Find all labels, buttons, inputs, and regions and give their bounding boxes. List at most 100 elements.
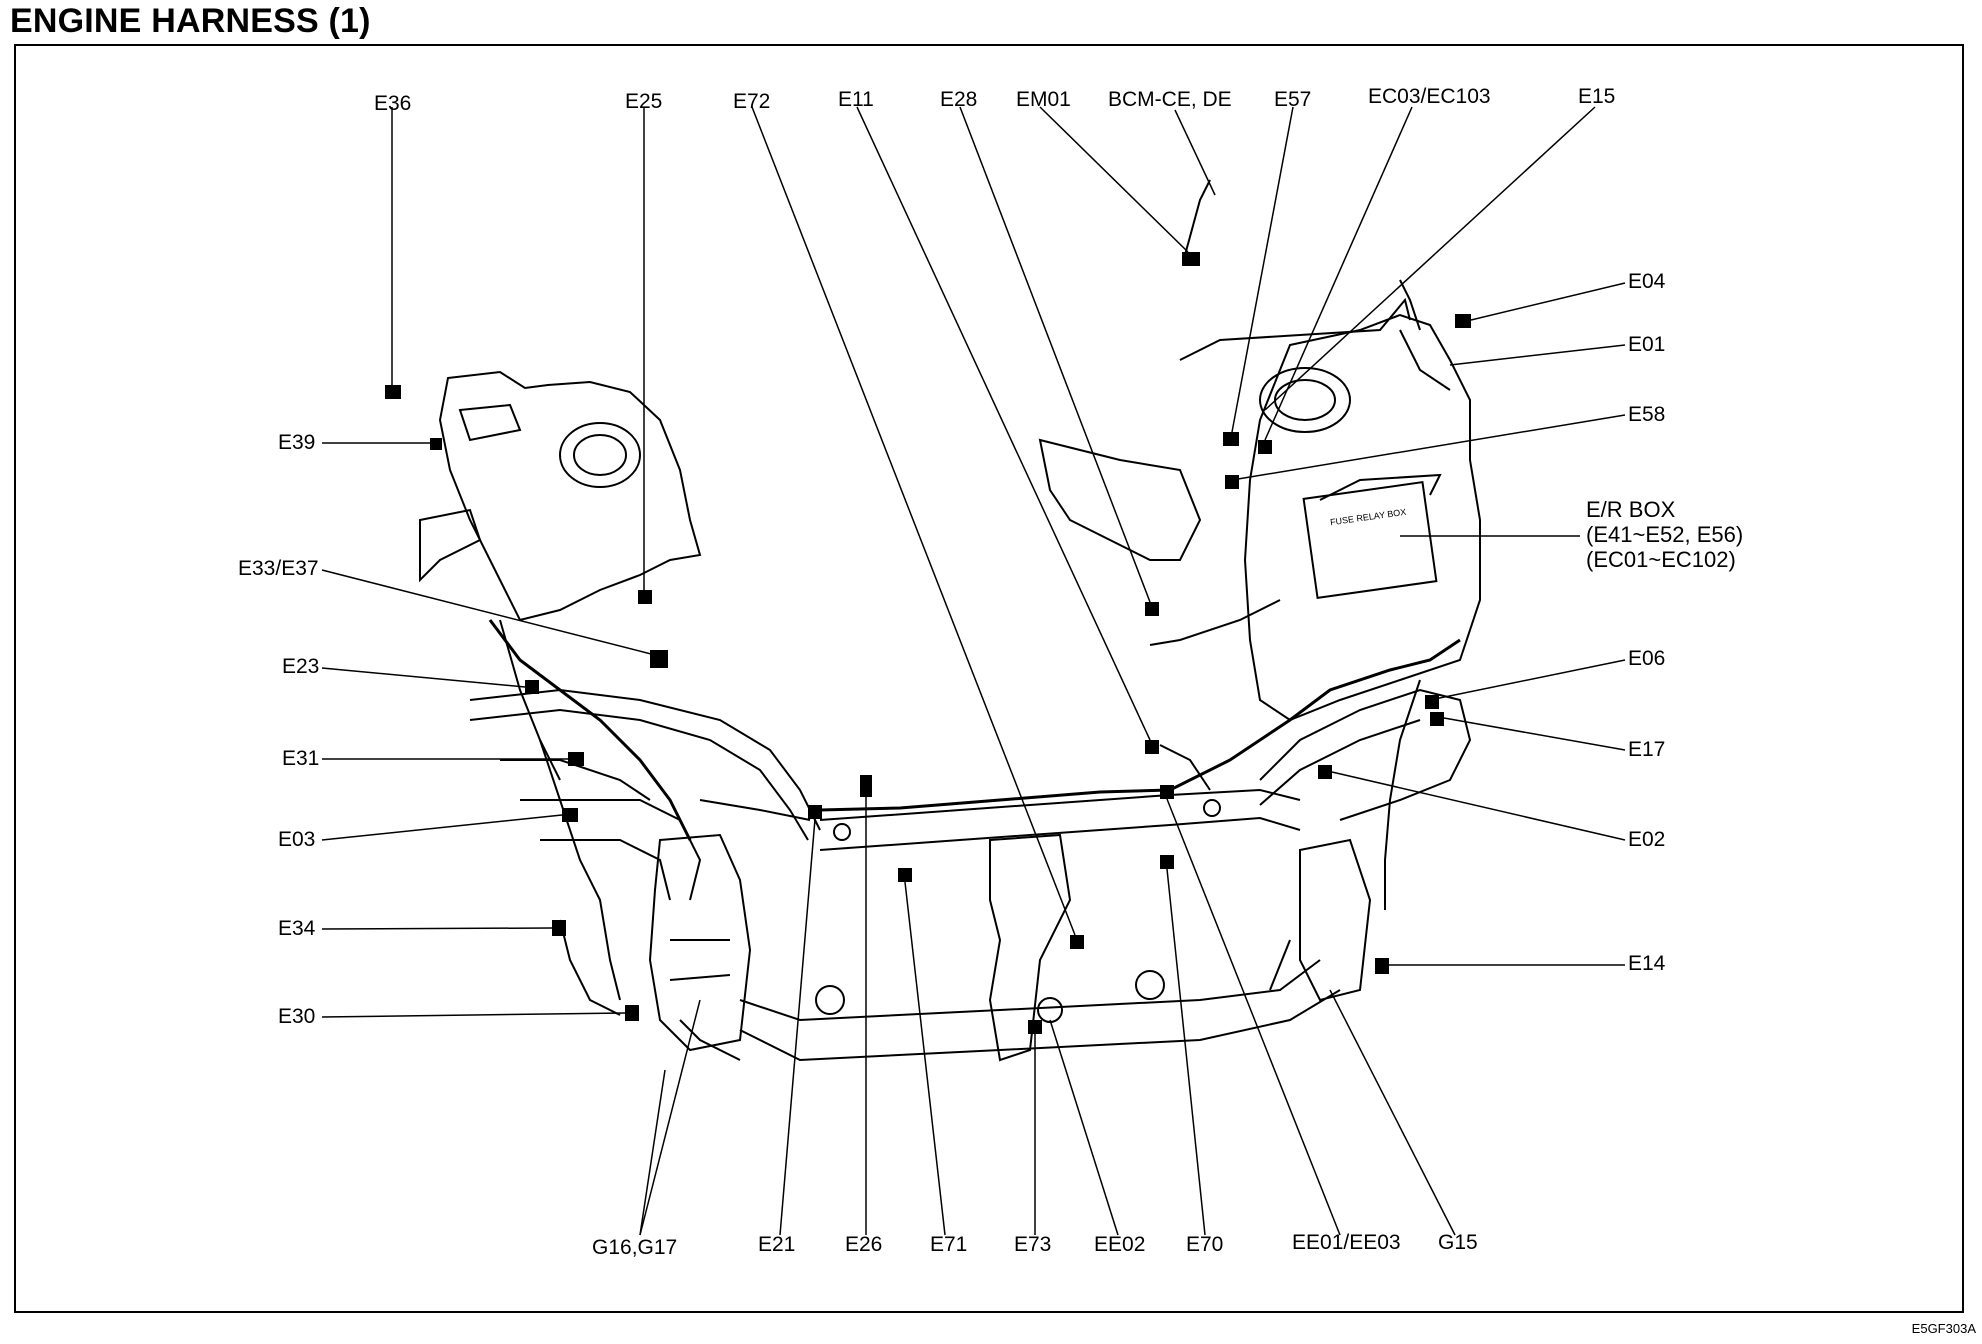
- label-ec03: EC03/EC103: [1368, 85, 1491, 108]
- page-title: ENGINE HARNESS (1): [10, 2, 371, 40]
- label-e28: E28: [940, 88, 978, 111]
- left-subframe: [520, 799, 702, 901]
- label-e26: E26: [845, 1233, 883, 1256]
- connectors: [385, 252, 1471, 1034]
- connector-e31: [568, 752, 584, 766]
- leader-e02: [1331, 771, 1626, 841]
- connector-e02: [1318, 765, 1332, 779]
- leader-g16a: [639, 999, 701, 1236]
- label-e58: E58: [1628, 403, 1666, 426]
- label-erbox: E/R BOX: [1586, 497, 1676, 522]
- leader-ec03: [1264, 106, 1413, 441]
- label-em01: EM01: [1016, 88, 1071, 111]
- label-e11: E11: [838, 88, 874, 111]
- connector-e33: [650, 650, 668, 668]
- connector-e30: [625, 1005, 639, 1021]
- label-e15: E15: [1578, 85, 1616, 108]
- label-e33: E33/E37: [238, 557, 319, 580]
- leader-g15: [1329, 989, 1456, 1236]
- right-strut-tower: [1243, 313, 1481, 722]
- leader-e72: [751, 106, 1076, 936]
- label-e31: E31: [282, 747, 320, 770]
- label-e06: E06: [1628, 647, 1666, 670]
- label-g16-g17: G16,G17: [592, 1236, 678, 1259]
- label-e34: E34: [278, 917, 316, 940]
- connector-e58: [1225, 475, 1239, 489]
- leader-e70: [1166, 868, 1206, 1236]
- leader-e28: [959, 106, 1151, 603]
- connector-e14: [1375, 958, 1389, 974]
- structure-drawing: [419, 179, 1481, 1062]
- connector-ee01: [1160, 785, 1174, 799]
- connector-e28: [1145, 602, 1159, 616]
- label-e04: E04: [1628, 270, 1666, 293]
- connector-e25: [638, 590, 652, 604]
- leader-e57: [1231, 106, 1294, 433]
- leader-e11: [856, 106, 1151, 741]
- connector-e03: [562, 808, 578, 822]
- connector-e21: [808, 805, 822, 819]
- connector-em01: [1182, 252, 1200, 266]
- harness-wire-right: [1169, 638, 1461, 792]
- connector-e36: [385, 385, 401, 399]
- label-e72: E72: [733, 90, 771, 113]
- fuse-relay-box: [1302, 481, 1438, 599]
- diagram-frame: [14, 44, 1964, 1313]
- label-e71: E71: [930, 1233, 968, 1256]
- label-e73: E73: [1014, 1233, 1052, 1256]
- right-rail: [1259, 688, 1472, 821]
- leader-e30: [321, 1012, 626, 1018]
- leader-e23: [321, 667, 526, 688]
- connector-e04: [1455, 314, 1471, 328]
- leader-e21: [779, 818, 816, 1236]
- label-erbox-range2: (EC01~EC102): [1586, 547, 1736, 572]
- label-e23: E23: [282, 655, 320, 678]
- leader-e17: [1443, 717, 1626, 751]
- leader-e01: [1449, 344, 1626, 366]
- label-e02: E02: [1628, 828, 1666, 851]
- label-e70: E70: [1186, 1233, 1224, 1256]
- leader-g16b: [639, 1069, 666, 1236]
- label-g15: G15: [1438, 1231, 1478, 1254]
- connector-e06: [1425, 695, 1439, 709]
- harness-wire-center: [819, 788, 1171, 812]
- connector-e72: [1070, 935, 1084, 949]
- connector-e11: [1145, 740, 1159, 754]
- connector-e39: [430, 438, 442, 450]
- label-ee02: EE02: [1094, 1233, 1146, 1256]
- label-e14: E14: [1628, 952, 1666, 975]
- leader-e15: [1264, 106, 1596, 411]
- left-strut-tower: [438, 370, 702, 622]
- connector-e70: [1160, 855, 1174, 869]
- label-e17: E17: [1628, 738, 1666, 761]
- connector-e17: [1430, 712, 1444, 726]
- label-e39: E39: [278, 431, 316, 454]
- leader-e58: [1231, 414, 1626, 481]
- label-bcm: BCM-CE, DE: [1108, 88, 1232, 111]
- label-e57: E57: [1274, 88, 1312, 111]
- label-e25: E25: [625, 90, 663, 113]
- connector-e73: [1028, 1020, 1042, 1034]
- leader-e03: [321, 814, 563, 841]
- label-ee01-ee03: EE01/EE03: [1292, 1231, 1401, 1254]
- label-e03: E03: [278, 828, 316, 851]
- figure-code: E5GF303A: [1911, 1321, 1976, 1336]
- label-e01: E01: [1628, 333, 1666, 356]
- connector-e71: [898, 868, 912, 882]
- leader-ee02: [1049, 1019, 1119, 1236]
- connector-ec03: [1258, 440, 1272, 454]
- label-e36: E36: [374, 92, 412, 115]
- right-inner-fender: [1038, 438, 1202, 561]
- label-e21: E21: [758, 1233, 796, 1256]
- label-erbox-range1: (E41~E52, E56): [1586, 522, 1744, 547]
- label-e30: E30: [278, 1005, 316, 1028]
- leader-e71: [904, 881, 946, 1236]
- center-bracket: [988, 833, 1072, 1062]
- fuse-box-text: FUSE RELAY BOX: [1329, 507, 1406, 528]
- connector-e57: [1223, 432, 1239, 446]
- leader-bcm: [1174, 109, 1216, 196]
- leader-e33: [321, 569, 656, 656]
- leader-em01: [1039, 106, 1189, 253]
- harness-wire-left: [488, 619, 692, 841]
